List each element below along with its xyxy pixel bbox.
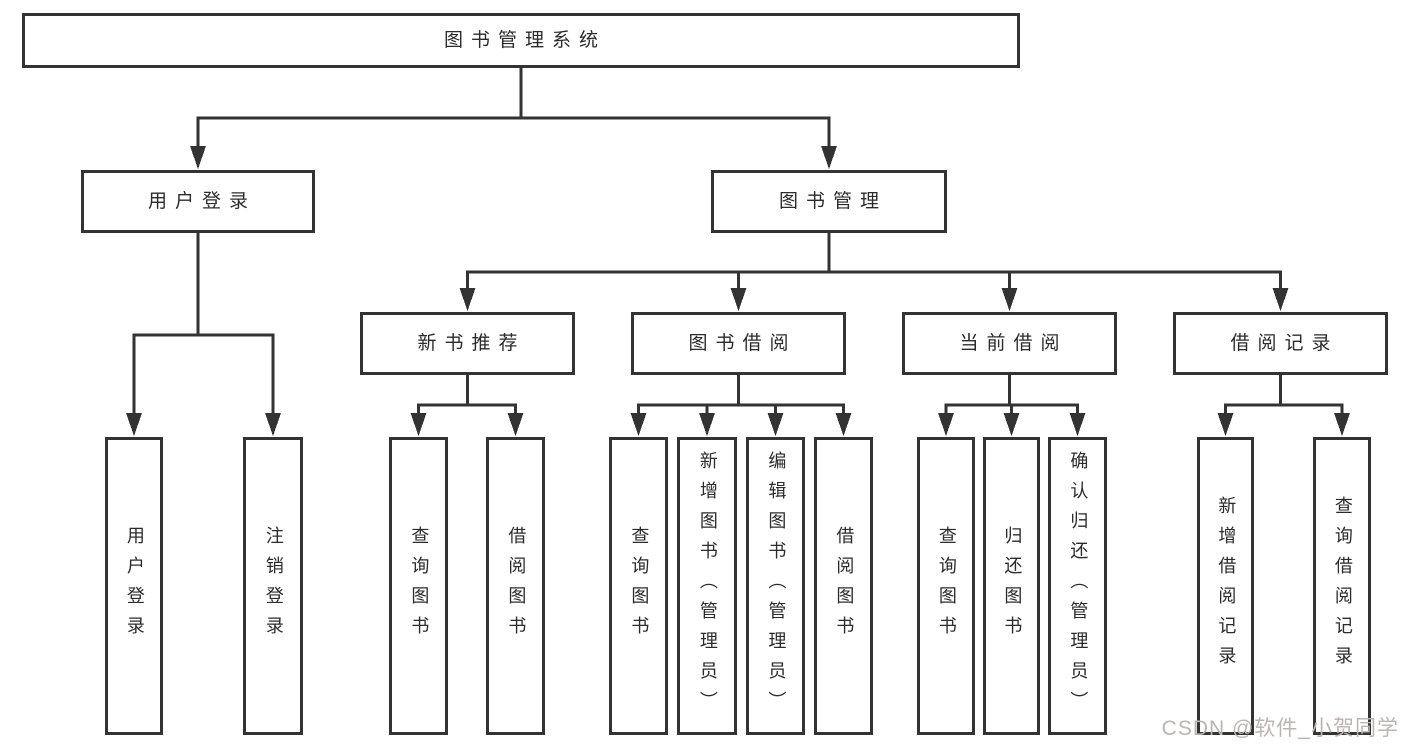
leaf-borrow-borrow-books-label: 借阅图书	[834, 526, 855, 646]
leaf-borrow-edit-books-admin: 编辑图书（管理员）	[746, 437, 805, 735]
leaf-current-return-books-label: 归还图书	[1002, 526, 1023, 646]
connector-newbooks-to-children	[410, 375, 524, 436]
node-user-login-label: 用户登录	[147, 191, 256, 212]
node-current-borrow-label: 当前借阅	[959, 333, 1068, 354]
node-book-management-label: 图书管理	[778, 191, 887, 212]
leaf-recommend-borrow-books-label: 借阅图书	[506, 526, 527, 646]
leaf-records-query-record-label: 查询借阅记录	[1332, 496, 1353, 676]
node-book-borrow-label: 图书借阅	[688, 333, 797, 354]
connector-userlogin-to-children	[126, 233, 281, 436]
node-book-borrow: 图书借阅	[631, 312, 846, 375]
node-new-book-recommend-label: 新书推荐	[417, 333, 526, 354]
connector-bookmgmt-to-level3	[459, 233, 1289, 311]
leaf-current-confirm-return-admin: 确认归还（管理员）	[1048, 437, 1107, 735]
leaf-recommend-query-books-label: 查询图书	[409, 526, 430, 646]
leaf-records-add-record-label: 新增借阅记录	[1216, 496, 1237, 676]
leaf-user-login-label: 用户登录	[124, 526, 145, 646]
leaf-borrow-edit-books-admin-label: 编辑图书（管理员）	[766, 451, 787, 721]
leaf-recommend-query-books: 查询图书	[389, 437, 448, 735]
leaf-borrow-query-books: 查询图书	[609, 437, 668, 735]
leaf-current-return-books: 归还图书	[983, 437, 1040, 735]
node-user-login: 用户登录	[81, 170, 315, 233]
connector-root-to-level2	[190, 68, 837, 169]
connector-records-to-children	[1217, 375, 1350, 436]
leaf-recommend-borrow-books: 借阅图书	[486, 437, 545, 735]
node-root-system: 图书管理系统	[22, 13, 1020, 68]
leaf-current-query-books-label: 查询图书	[936, 526, 957, 646]
leaf-records-add-record: 新增借阅记录	[1197, 437, 1254, 735]
connector-borrow-to-children	[630, 375, 852, 436]
node-borrow-records-label: 借阅记录	[1230, 333, 1339, 354]
node-borrow-records: 借阅记录	[1173, 312, 1388, 375]
leaf-borrow-add-books-admin-label: 新增图书（管理员）	[697, 451, 718, 721]
leaf-logout-label: 注销登录	[263, 526, 284, 646]
node-root-system-label: 图书管理系统	[443, 30, 606, 51]
leaf-current-query-books: 查询图书	[917, 437, 975, 735]
leaf-borrow-borrow-books: 借阅图书	[814, 437, 873, 735]
leaf-borrow-query-books-label: 查询图书	[629, 526, 650, 646]
leaf-records-query-record: 查询借阅记录	[1313, 437, 1371, 735]
node-current-borrow: 当前借阅	[902, 312, 1117, 375]
connector-current-to-children	[938, 375, 1086, 436]
leaf-borrow-add-books-admin: 新增图书（管理员）	[677, 437, 737, 735]
node-new-book-recommend: 新书推荐	[360, 312, 575, 375]
leaf-user-login: 用户登录	[105, 437, 163, 735]
leaf-current-confirm-return-admin-label: 确认归还（管理员）	[1068, 451, 1089, 721]
csdn-watermark: CSDN @软件_小贺同学	[1161, 717, 1399, 740]
leaf-logout: 注销登录	[243, 437, 303, 735]
node-book-management: 图书管理	[711, 170, 947, 233]
